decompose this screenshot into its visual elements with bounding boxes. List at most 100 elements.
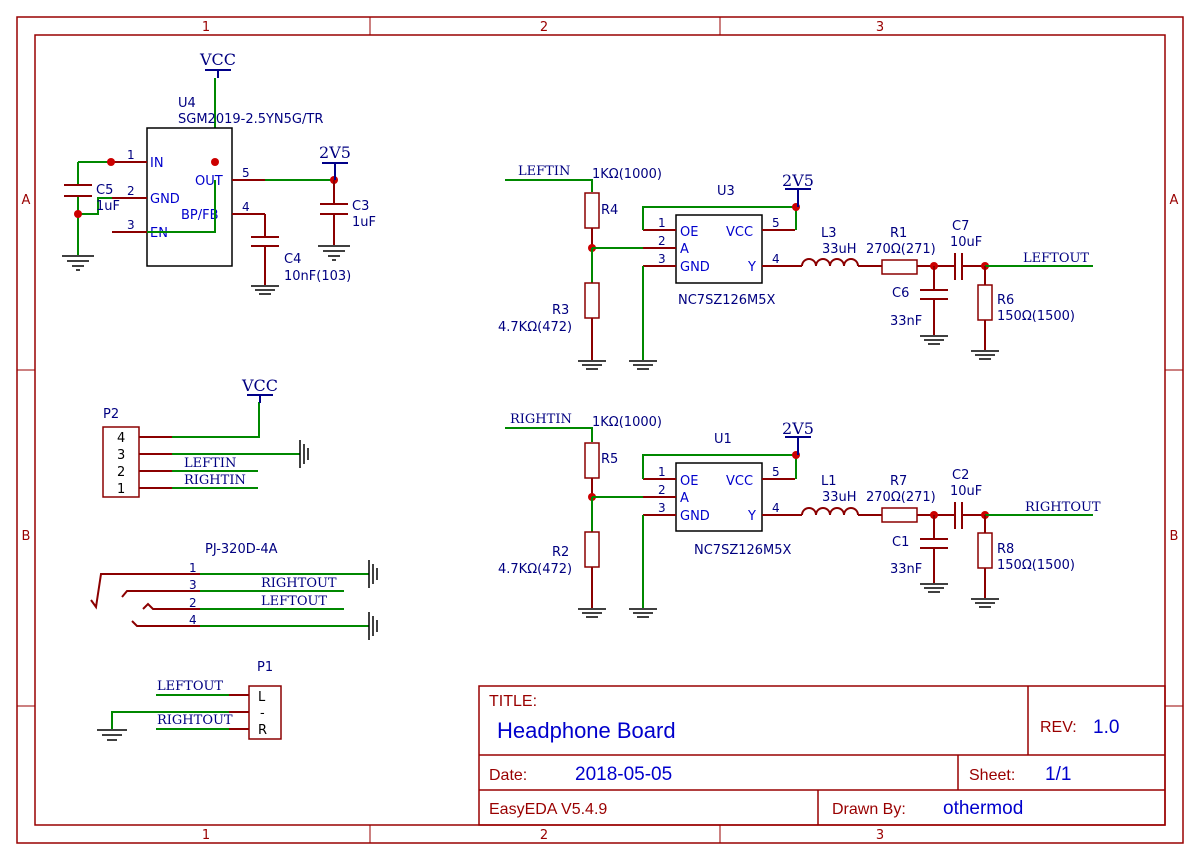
- c5-ref: C5: [96, 183, 113, 198]
- p2-ref: P2: [103, 407, 119, 422]
- r1-value: 270Ω(271): [866, 242, 936, 257]
- u4-pin2-name: GND: [150, 192, 180, 207]
- c6-ref: C6: [892, 286, 909, 301]
- u1-pin4-name: Y: [747, 509, 756, 524]
- u1-pin2-name: A: [680, 491, 689, 506]
- ground-icon-c5: [62, 255, 94, 271]
- u3-pin4-num: 4: [772, 252, 780, 266]
- r7-body: [881, 507, 918, 523]
- p1-net-rightout: RIGHTOUT: [157, 713, 233, 728]
- u1-value: NC7SZ126M5X: [694, 543, 792, 558]
- zone-row-right-a: A: [1170, 193, 1179, 208]
- c3-value: 1uF: [352, 215, 376, 230]
- jack-ref: PJ-320D-4A: [205, 542, 278, 557]
- u1-pin2-num: 2: [658, 483, 666, 497]
- net-label-leftin: LEFTIN: [518, 164, 570, 179]
- u4-pin4-name: BP/FB: [181, 208, 219, 223]
- r8-value: 150Ω(1500): [997, 558, 1075, 573]
- c1-ref: C1: [892, 535, 909, 550]
- r2-body: [584, 531, 600, 568]
- r4-body: [584, 192, 600, 229]
- zone-row-right-b: B: [1170, 529, 1179, 544]
- u4-pin3-num: 3: [127, 218, 135, 232]
- ground-icon-p1: [97, 729, 127, 741]
- r6-value: 150Ω(1500): [997, 309, 1075, 324]
- right-channel-circuit: RIGHTIN R5 1KΩ(1000) R2 4.7KΩ(472) U1 NC…: [498, 412, 1101, 618]
- p2-body: [102, 426, 140, 498]
- date-value: 2018-05-05: [575, 764, 672, 785]
- ground-icon-c3: [318, 245, 350, 261]
- u3-pin5-num: 5: [772, 216, 780, 230]
- title-block: TITLE: Headphone Board REV: 1.0 Date: 20…: [478, 685, 1166, 826]
- ground-icon-r6: [971, 350, 999, 360]
- zone-col-top-3: 3: [876, 20, 884, 35]
- c4-ref: C4: [284, 252, 301, 267]
- u1-body: [675, 462, 763, 532]
- u4-pin4-num: 4: [242, 200, 250, 214]
- l3-value: 33uH: [822, 242, 857, 257]
- r5-ref: R5: [601, 452, 618, 467]
- r5-body: [584, 442, 600, 479]
- u1-pin5-num: 5: [772, 465, 780, 479]
- u4-pin5-name: OUT: [195, 174, 223, 189]
- jack-pin1: 1: [189, 561, 197, 575]
- v25-label-u4: 2V5: [319, 143, 351, 162]
- r3-body: [584, 282, 600, 319]
- left-channel-circuit: LEFTIN R4 1KΩ(1000) R3 4.7KΩ(472) U3 NC7…: [498, 164, 1093, 370]
- vcc-label-u4: VCC: [199, 50, 236, 69]
- r7-value: 270Ω(271): [866, 490, 936, 505]
- u3-pin2-num: 2: [658, 234, 666, 248]
- r7-ref: R7: [890, 474, 907, 489]
- sheet-value: 1/1: [1045, 764, 1071, 785]
- r6-body: [977, 284, 993, 321]
- p1-net-leftout: LEFTOUT: [157, 679, 223, 694]
- ground-icon-c4: [251, 285, 279, 295]
- u1-pin3-num: 3: [658, 501, 666, 515]
- u4-pin5-num: 5: [242, 166, 250, 180]
- r5-value: 1KΩ(1000): [592, 415, 662, 430]
- r4-ref: R4: [601, 203, 618, 218]
- l3-coil: [801, 258, 859, 267]
- r8-ref: R8: [997, 542, 1014, 557]
- v25-label-u3: 2V5: [782, 171, 814, 190]
- ldo-regulator-u4: VCC U4 SGM2019-2.5YN5G/TR 1 IN 2 GND 3 E…: [62, 50, 376, 295]
- r6-ref: R6: [997, 293, 1014, 308]
- zone-col-bottom-1: 1: [202, 828, 210, 843]
- zone-row-left-b: B: [22, 529, 31, 544]
- audio-jack-pj320d: PJ-320D-4A 1 3 2 4 RIGHTOUT LEFTOUT: [90, 542, 378, 640]
- c7-ref: C7: [952, 219, 969, 234]
- jack-pin4: 4: [189, 613, 197, 627]
- u1-pin3-name: GND: [680, 509, 710, 524]
- jack-pin3: 3: [189, 578, 197, 592]
- r1-ref: R1: [890, 226, 907, 241]
- u3-pin4-name: Y: [747, 260, 756, 275]
- l1-ref: L1: [821, 474, 837, 489]
- r2-value: 4.7KΩ(472): [498, 562, 572, 577]
- ground-icon-r8: [971, 598, 999, 608]
- l1-value: 33uH: [822, 490, 857, 505]
- p2-pin4: 4: [117, 431, 125, 446]
- p2-pin1: 1: [117, 482, 125, 497]
- tool-version: EasyEDA V5.4.9: [489, 801, 607, 818]
- c2-value: 10uF: [950, 484, 982, 499]
- zone-col-top-2: 2: [540, 20, 548, 35]
- u3-pin5-name: VCC: [726, 225, 753, 240]
- u1-pin4-num: 4: [772, 501, 780, 515]
- u3-ref: U3: [717, 184, 735, 199]
- u4-ref: U4: [178, 96, 196, 111]
- u1-ref: U1: [714, 432, 732, 447]
- u3-pin3-num: 3: [658, 252, 666, 266]
- p1-body: [248, 685, 282, 740]
- u1-pin5-name: VCC: [726, 474, 753, 489]
- u3-pin1-name: OE: [680, 225, 698, 240]
- zone-col-bottom-3: 3: [876, 828, 884, 843]
- connector-p2: P2 4 3 2 1 VCC LEFTIN RIGHTIN: [102, 376, 309, 498]
- net-label-rightin: RIGHTIN: [510, 412, 572, 427]
- ground-icon-c6: [920, 335, 948, 345]
- r1-body: [881, 259, 918, 275]
- ground-icon-p2: [299, 440, 309, 468]
- p1-pin-gnd: -: [260, 706, 265, 721]
- r2-ref: R2: [552, 545, 569, 560]
- ground-icon-jack-4: [368, 612, 378, 640]
- p1-ref: P1: [257, 660, 273, 675]
